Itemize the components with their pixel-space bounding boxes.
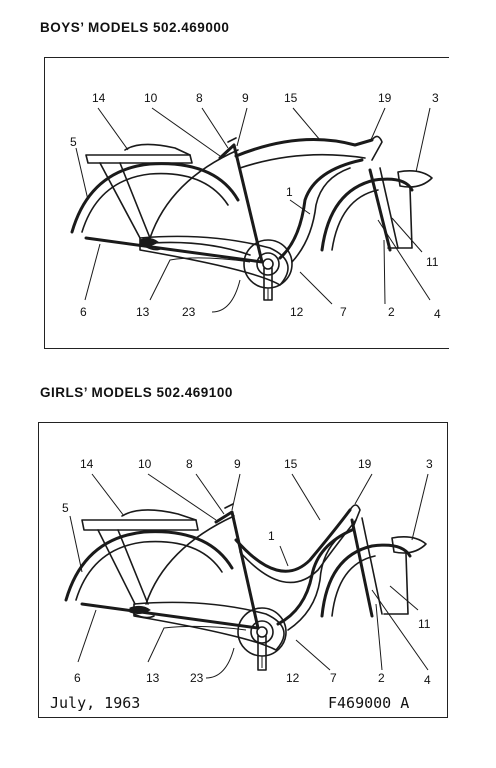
boys-headlight xyxy=(397,170,433,188)
boys-callout-3: 3 xyxy=(432,91,439,105)
boys-seat-tube xyxy=(218,143,264,264)
girls-diagram-frame xyxy=(38,422,448,718)
girls-top-tube xyxy=(234,508,352,573)
boys-callout-9: 9 xyxy=(242,91,249,105)
girls-front-fender xyxy=(320,543,412,618)
girls-seat-tube xyxy=(214,510,260,630)
boys-front-fork xyxy=(368,168,392,252)
girls-callout-1: 1 xyxy=(268,529,275,543)
girls-callout-13: 13 xyxy=(146,671,160,685)
boys-down-tube xyxy=(278,158,364,260)
girls-section-title: GIRLS’ MODELS 502.469100 xyxy=(40,385,233,400)
girls-callout-23: 23 xyxy=(190,671,204,685)
girls-callout-4: 4 xyxy=(424,673,431,687)
boys-bicycle-drawing xyxy=(70,107,433,313)
girls-callout-19: 19 xyxy=(358,457,372,471)
boys-callout-11: 11 xyxy=(426,255,439,269)
boys-leader-lines xyxy=(75,107,431,313)
footer-date: July, 1963 xyxy=(50,694,141,712)
girls-crank-arm xyxy=(257,635,267,671)
boys-callout-4: 4 xyxy=(434,307,441,321)
girls-callout-3: 3 xyxy=(426,457,433,471)
boys-rear-fender xyxy=(70,162,240,234)
boys-carrier xyxy=(85,154,193,164)
boys-top-tube xyxy=(234,138,374,158)
girls-callout-7: 7 xyxy=(330,671,337,685)
boys-callout-14: 14 xyxy=(92,91,106,105)
boys-callout-7: 7 xyxy=(340,305,347,319)
girls-chain-stay xyxy=(80,602,260,630)
girls-down-tube xyxy=(276,528,354,626)
boys-callout-1: 1 xyxy=(286,185,293,199)
girls-callout-12: 12 xyxy=(286,671,300,685)
boys-callout-10: 10 xyxy=(144,91,158,105)
footer-code: F469000 A xyxy=(328,694,410,712)
boys-callout-8: 8 xyxy=(196,91,203,105)
boys-callout-2: 2 xyxy=(388,305,395,319)
boys-chain-guard xyxy=(139,235,289,286)
boys-callout-15: 15 xyxy=(284,91,298,105)
girls-leader-lines xyxy=(69,473,429,679)
girls-callout-14: 14 xyxy=(80,457,94,471)
girls-front-fork xyxy=(350,518,374,618)
girls-chain-guard xyxy=(133,601,285,651)
girls-callout-10: 10 xyxy=(138,457,152,471)
girls-callout-5: 5 xyxy=(62,501,69,515)
girls-callout-11: 11 xyxy=(418,617,431,631)
boys-callout-19: 19 xyxy=(378,91,392,105)
boys-chain-stay xyxy=(84,236,264,264)
girls-callout-2: 2 xyxy=(378,671,385,685)
boys-section-title: BOYS’ MODELS 502.469000 xyxy=(40,20,230,35)
girls-sprocket xyxy=(237,607,287,657)
boys-callout-13: 13 xyxy=(136,305,150,319)
girls-carrier xyxy=(81,519,199,531)
boys-callout-5: 5 xyxy=(70,135,77,149)
boys-callout-12: 12 xyxy=(290,305,304,319)
boys-callout-23: 23 xyxy=(182,305,196,319)
girls-headlight xyxy=(391,536,427,554)
girls-callout-9: 9 xyxy=(234,457,241,471)
girls-callout-8: 8 xyxy=(186,457,193,471)
girls-callout-6: 6 xyxy=(74,671,81,685)
boys-diagram-frame xyxy=(44,57,449,349)
girls-bicycle-drawing xyxy=(64,473,429,679)
boys-callout-6: 6 xyxy=(80,305,87,319)
boys-front-fender xyxy=(320,177,414,252)
girls-callout-15: 15 xyxy=(284,457,298,471)
